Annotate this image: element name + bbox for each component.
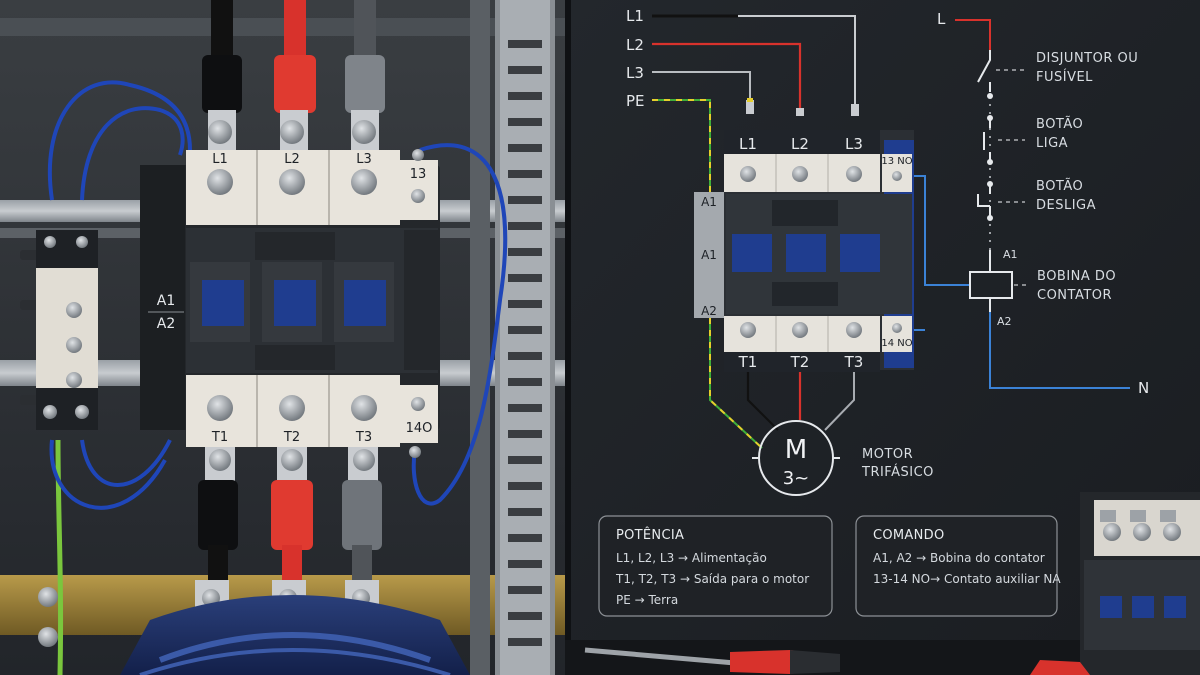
photo-control-wires	[47, 80, 508, 510]
photo-top-terminal-label: 13	[410, 167, 427, 182]
breaker-symbol	[977, 50, 991, 83]
supply-label-l2: L2	[626, 36, 644, 54]
coil-a1-label: A1	[1003, 248, 1018, 261]
wire-l3	[652, 71, 751, 108]
legend-power-line: L1, L2, L3 → Alimentação	[616, 551, 767, 565]
diagram-coil-label: A1	[701, 195, 717, 209]
photo-coil-label: A2	[157, 316, 175, 332]
schematic-board: L1 L2 L3 PE A1 A1 A2	[565, 0, 1200, 675]
screwdriver	[584, 647, 840, 674]
supply-label-pe: PE	[626, 92, 645, 110]
legend-power-line: PE → Terra	[616, 593, 678, 607]
coil-label: BOBINA DO	[1037, 269, 1116, 284]
photo-supply-cables	[202, 0, 385, 150]
legend-control: COMANDO A1, A2 → Bobina do contator 13-1…	[855, 515, 1061, 617]
pliers-handle	[1030, 660, 1090, 675]
photo-motor-cables	[195, 445, 382, 616]
legend-power-line: T1, T2, T3 → Saída para o motor	[615, 572, 809, 586]
legend-power-title: POTÊNCIA	[616, 527, 684, 543]
stop-button-label: BOTÃO	[1036, 178, 1083, 194]
cable-duct	[470, 0, 555, 675]
diagram-top-terminal-label: L3	[845, 135, 863, 153]
motor-symbol: M 3~	[752, 420, 840, 496]
photo-bottom-terminal-label: T2	[283, 430, 300, 445]
aux-relay-block	[36, 230, 98, 430]
photo-contact-window	[202, 280, 244, 326]
photo-top-terminal-label: L1	[212, 152, 228, 167]
photo-top-terminal-label: L2	[284, 152, 300, 167]
diagram-contactor: A1 A1 A2 L1 L2 L3 13 NO	[694, 130, 914, 372]
photo-screw	[207, 169, 233, 195]
diagram-bottom-terminal-label: 14 NO	[881, 338, 912, 349]
diagram-top-terminal-label: L2	[791, 135, 809, 153]
photo-bottom-terminal-label: 14O	[406, 421, 433, 436]
photo-bottom-terminal-label: T3	[355, 430, 372, 445]
lug	[746, 100, 754, 114]
control-supply-l: L	[937, 10, 946, 28]
photo-panel: L1 L2 L3 13 A1 A2	[0, 0, 565, 675]
supply-label-l1: L1	[626, 7, 644, 25]
diagram-coil-label: A2	[701, 304, 717, 318]
start-button-label: BOTÃO	[1036, 116, 1083, 132]
control-supply-n: N	[1138, 379, 1149, 397]
photo-bottom-terminal-label: T1	[211, 430, 228, 445]
motor-letter: M	[785, 435, 807, 465]
supply-label-l3: L3	[626, 64, 644, 82]
photo-coil-label: A1	[157, 293, 175, 309]
motor-caption: MOTOR	[862, 447, 913, 462]
legend-control-title: COMANDO	[873, 528, 945, 543]
diagram-top-terminal-label: 13 NO	[881, 156, 912, 167]
legend-power: POTÊNCIA L1, L2, L3 → Alimentação T1, T2…	[598, 515, 833, 617]
start-button-label: LIGA	[1036, 136, 1068, 151]
breaker-label: FUSÍVEL	[1036, 69, 1093, 85]
photo-contactor: L1 L2 L3 13 A1 A2	[140, 120, 440, 471]
wire-l1	[652, 14, 856, 108]
photo-top-terminal-label: L3	[356, 152, 372, 167]
motor-caption: TRIFÁSICO	[861, 464, 934, 480]
control-circuit: L DISJUNTOR OU FUSÍVEL BOTÃO LIGA	[937, 10, 1149, 397]
diagram-bottom-terminal-label: T2	[790, 353, 810, 371]
wire-l2	[652, 42, 802, 112]
spare-contactor	[1080, 492, 1200, 675]
diagram-top-terminal-label: L1	[739, 135, 757, 153]
start-button-symbol	[983, 115, 993, 165]
motor-leads	[746, 372, 855, 431]
motor-phase: 3~	[783, 468, 810, 489]
coil-a2-label: A2	[997, 315, 1012, 328]
diagram-bottom-terminal-label: T3	[844, 353, 864, 371]
legend-control-line: 13-14 NO→ Contato auxiliar NA	[873, 572, 1061, 586]
diagram-coil-label: A1	[701, 248, 717, 262]
coil-label: CONTATOR	[1037, 288, 1112, 303]
stop-button-label: DESLIGA	[1036, 198, 1096, 213]
diagram-bottom-terminal-label: T1	[738, 353, 758, 371]
stop-button-symbol	[977, 181, 993, 221]
photo-motor	[120, 595, 470, 675]
aux-wire	[914, 175, 970, 286]
legend-control-line: A1, A2 → Bobina do contator	[873, 551, 1045, 565]
breaker-label: DISJUNTOR OU	[1036, 51, 1138, 66]
